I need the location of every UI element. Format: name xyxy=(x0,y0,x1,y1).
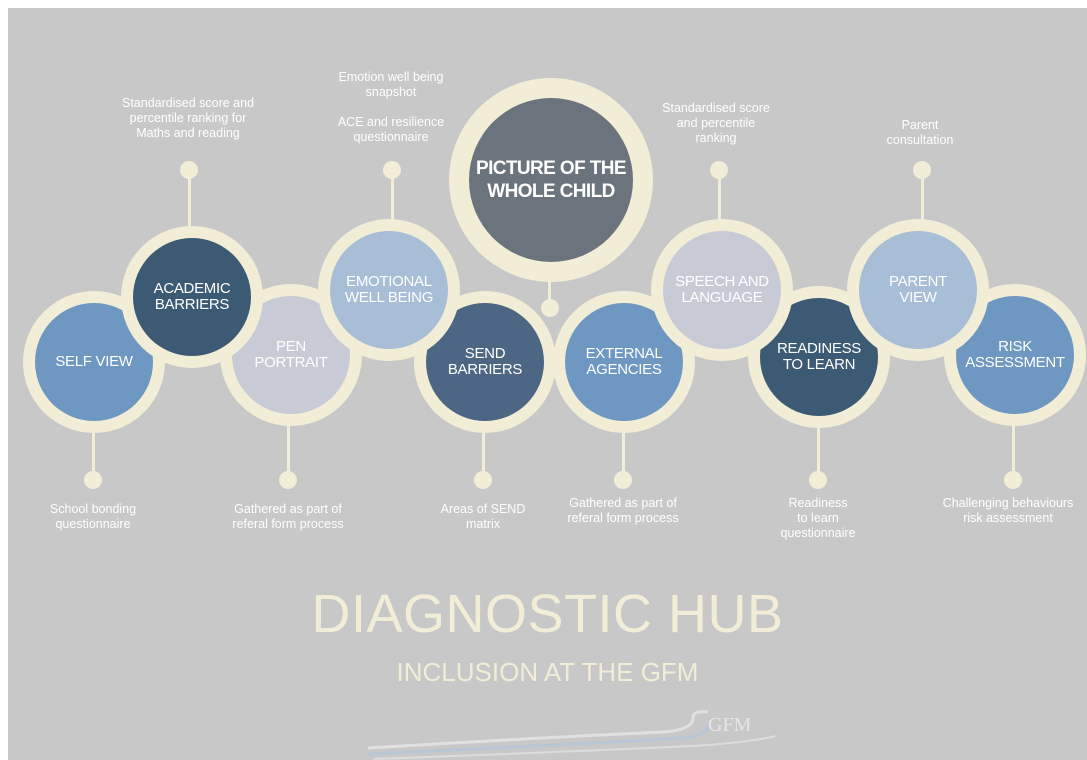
note-academic-line3: Maths and reading xyxy=(136,126,240,140)
node-send-barriers-label: SEND xyxy=(464,345,506,362)
dot-speech xyxy=(710,161,728,179)
gfm-logo-swoosh xyxy=(367,710,776,760)
stem-academic xyxy=(188,173,191,245)
node-pen-portrait-label: PEN xyxy=(276,338,306,355)
stem-readiness xyxy=(817,413,820,481)
note-send-line2: matrix xyxy=(465,517,501,531)
note-emotional-line1: Emotion well being xyxy=(338,70,444,84)
note-readiness-line1: Readiness xyxy=(788,496,848,510)
node-pen-portrait-label2: PORTRAIT xyxy=(254,354,328,371)
note-parent: Parent consultation xyxy=(845,118,995,148)
stem-send xyxy=(482,413,485,481)
page-subtitle: INCLUSION AT THE GFM xyxy=(396,657,699,687)
stem-emotional xyxy=(391,173,394,238)
node-self-view: SELF VIEW xyxy=(23,291,165,433)
note-risk-line2: risk assessment xyxy=(963,511,1053,525)
note-external-line2: referal form process xyxy=(567,511,679,525)
note-academic-line2: percentile ranking for xyxy=(129,111,247,125)
note-emotional-line3: ACE and resilience xyxy=(337,115,445,129)
note-speech-line2: and percentile xyxy=(676,116,756,130)
dot-academic xyxy=(180,161,198,179)
dot-pen xyxy=(279,471,297,489)
note-parent-line2: consultation xyxy=(886,133,954,147)
stem-parent xyxy=(921,173,924,238)
node-send-barriers-label2: BARRIERS xyxy=(447,361,523,378)
center-label-line2: WHOLE CHILD xyxy=(487,181,615,202)
stem-speech xyxy=(718,173,721,238)
gfm-logo-text: GFM xyxy=(708,714,752,736)
diagnostic-hub-board: PICTURE OF THE WHOLE CHILD SELF VIEW PEN… xyxy=(8,8,1087,760)
note-external: Gathered as part of referal form process xyxy=(548,496,698,526)
center-label-line1: PICTURE OF THE xyxy=(476,158,627,179)
node-academic-label: ACADEMIC xyxy=(153,280,231,297)
node-speech-label: SPEECH AND xyxy=(675,273,769,290)
dot-send xyxy=(474,471,492,489)
note-emotional-line2: snapshot xyxy=(365,85,417,99)
note-speech-line1: Standardised score xyxy=(662,101,770,115)
dot-parent xyxy=(913,161,931,179)
node-external-agencies-label2: AGENCIES xyxy=(586,361,662,378)
note-readiness-line3: questionnaire xyxy=(780,526,856,540)
note-pen-line1: Gathered as part of xyxy=(234,502,342,516)
note-pen: Gathered as part of referal form process xyxy=(213,502,363,532)
note-academic: Standardised score and percentile rankin… xyxy=(113,96,263,141)
note-self-line1: School bonding xyxy=(49,502,137,516)
note-self: School bonding questionnaire xyxy=(18,502,168,532)
note-parent-line1: Parent xyxy=(901,118,939,132)
node-risk-label2: ASSESSMENT xyxy=(965,354,1065,371)
page-title: DIAGNOSTIC HUB xyxy=(311,584,784,644)
node-risk-label: RISK xyxy=(998,338,1032,355)
stem-self xyxy=(92,413,95,481)
node-academic-label2: BARRIERS xyxy=(154,296,230,313)
node-emotional-label2: WELL BEING xyxy=(344,289,434,306)
note-academic-line1: Standardised score and xyxy=(121,96,255,110)
note-external-line1: Gathered as part of xyxy=(569,496,677,510)
stem-pen xyxy=(287,413,290,481)
node-readiness-label: READINESS xyxy=(777,340,861,357)
note-send-line1: Areas of SEND xyxy=(440,502,526,516)
note-send: Areas of SEND matrix xyxy=(408,502,558,532)
note-pen-line2: referal form process xyxy=(232,517,344,531)
dot-external xyxy=(614,471,632,489)
note-self-line2: questionnaire xyxy=(55,517,131,531)
node-emotional-label: EMOTIONAL xyxy=(346,273,432,290)
node-parent-label: PARENT xyxy=(889,273,947,290)
node-speech-label2: LANGUAGE xyxy=(681,289,763,306)
dot-readiness xyxy=(809,471,827,489)
dot-risk xyxy=(1004,471,1022,489)
node-parent-label2: VIEW xyxy=(899,289,937,306)
note-emotional: Emotion well being snapshot ACE and resi… xyxy=(316,70,466,145)
dot-self xyxy=(84,471,102,489)
note-speech-line3: ranking xyxy=(695,131,737,145)
note-speech: Standardised score and percentile rankin… xyxy=(641,101,791,146)
note-risk: Challenging behaviours risk assessment xyxy=(928,496,1087,526)
node-external-agencies-label: EXTERNAL xyxy=(585,345,663,362)
dot-emotional xyxy=(383,161,401,179)
dot-center xyxy=(541,299,559,317)
note-emotional-line4: questionnaire xyxy=(353,130,429,144)
note-risk-line1: Challenging behaviours xyxy=(942,496,1074,510)
node-self-view-label: SELF VIEW xyxy=(55,353,133,370)
stem-risk xyxy=(1012,413,1015,481)
node-readiness-label2: TO LEARN xyxy=(782,356,856,373)
note-readiness-line2: to learn xyxy=(797,511,839,525)
stem-external xyxy=(622,413,625,481)
note-readiness: Readiness to learn questionnaire xyxy=(743,496,893,541)
center-disc: PICTURE OF THE WHOLE CHILD xyxy=(469,98,633,262)
center-node: PICTURE OF THE WHOLE CHILD xyxy=(449,78,653,282)
